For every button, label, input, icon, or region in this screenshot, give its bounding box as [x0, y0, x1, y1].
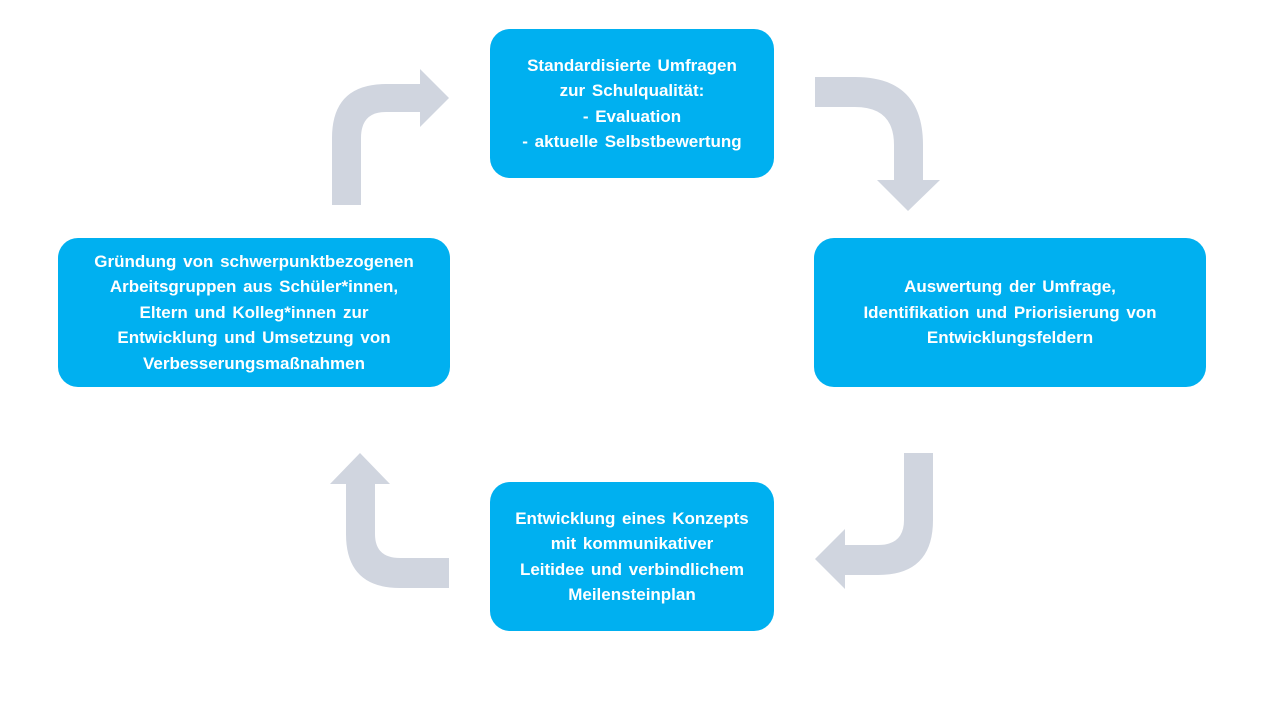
step-text-line: Identifikation und Priorisierung von	[863, 302, 1157, 322]
curved-arrow-down-left-icon	[815, 453, 933, 589]
step-text-line: Gründung von schwerpunktbezogenen	[94, 251, 414, 271]
step-text-line: Leitidee und verbindlichem	[519, 559, 745, 579]
step-text-line: Verbesserungsmaßnahmen	[142, 353, 366, 373]
curved-arrow-up-right-icon	[332, 69, 449, 205]
step-text-line: - aktuelle Selbstbewertung	[522, 132, 742, 151]
step-text-line: zur Schulqualität:	[559, 81, 705, 100]
step-text-line: Standardisierte Umfragen	[527, 55, 737, 75]
step-box-working-groups: Gründung von schwerpunktbezogenen Arbeit…	[58, 238, 450, 387]
step-text-line: Entwicklungsfeldern	[926, 328, 1094, 348]
step-box-analysis: Auswertung der Umfrage, Identifikation u…	[814, 238, 1206, 387]
step-text-line: Entwicklung und Umsetzung von	[117, 328, 391, 348]
step-text-line: Eltern und Kolleg*innen zur	[139, 302, 369, 322]
step-box-concept: Entwicklung eines Konzepts mit kommunika…	[490, 482, 774, 631]
step-text-line: - Evaluation	[582, 106, 682, 126]
curved-arrow-right-down-icon	[815, 77, 940, 211]
step-text-line: Auswertung der Umfrage,	[904, 277, 1116, 297]
step-text-line: mit kommunikativer	[550, 534, 714, 553]
step-text-line: Arbeitsgruppen aus Schüler*innen,	[109, 277, 399, 297]
step-text-line: Entwicklung eines Konzepts	[515, 508, 749, 528]
curved-arrow-left-up-icon	[330, 453, 449, 588]
step-text-line: Meilensteinplan	[568, 585, 696, 604]
step-box-survey: Standardisierte Umfragen zur Schulqualit…	[490, 29, 774, 178]
